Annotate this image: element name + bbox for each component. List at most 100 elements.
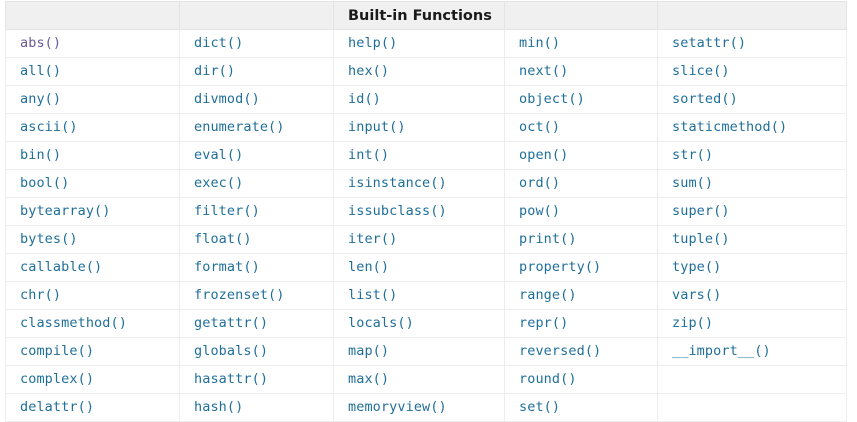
table-cell: iter() <box>333 225 505 254</box>
table-cell-empty <box>657 393 847 422</box>
function-link[interactable]: range() <box>519 287 577 303</box>
table-cell: chr() <box>5 281 180 310</box>
function-link[interactable]: hex() <box>348 63 390 79</box>
function-link[interactable]: getattr() <box>194 315 269 331</box>
function-link[interactable]: map() <box>348 343 390 359</box>
function-link[interactable]: abs() <box>20 35 62 51</box>
function-link[interactable]: super() <box>672 203 730 219</box>
function-link[interactable]: isinstance() <box>348 175 447 191</box>
header-cell-5 <box>657 1 847 30</box>
function-link[interactable]: vars() <box>672 287 722 303</box>
function-link[interactable]: sorted() <box>672 91 738 107</box>
table-cell: help() <box>333 29 505 58</box>
table-cell: next() <box>504 57 658 86</box>
table-cell: issubclass() <box>333 197 505 226</box>
table-cell: callable() <box>5 253 180 282</box>
function-link[interactable]: memoryview() <box>348 399 447 415</box>
function-link[interactable]: bytearray() <box>20 203 111 219</box>
function-link[interactable]: property() <box>519 259 602 275</box>
function-link[interactable]: len() <box>348 259 390 275</box>
builtin-functions-table: Built-in Functions abs()dict()help()min(… <box>5 1 847 422</box>
function-link[interactable]: classmethod() <box>20 315 127 331</box>
table-cell: max() <box>333 365 505 394</box>
function-link[interactable]: tuple() <box>672 231 730 247</box>
table-row: delattr() hash() memoryview() set() <box>5 393 847 422</box>
function-link[interactable]: bin() <box>20 147 62 163</box>
table-cell: enumerate() <box>179 113 334 142</box>
function-link[interactable]: ascii() <box>20 119 78 135</box>
table-cell: bin() <box>5 141 180 170</box>
table-cell: bool() <box>5 169 180 198</box>
function-link[interactable]: __import__() <box>672 343 771 359</box>
function-link[interactable]: help() <box>348 35 398 51</box>
function-link[interactable]: complex() <box>20 371 95 387</box>
table-cell: setattr() <box>657 29 847 58</box>
table-cell: id() <box>333 85 505 114</box>
function-link[interactable]: chr() <box>20 287 62 303</box>
function-link[interactable]: eval() <box>194 147 244 163</box>
table-row: classmethod() getattr() locals() repr() zip(… <box>5 309 847 338</box>
table-cell: any() <box>5 85 180 114</box>
function-link[interactable]: any() <box>20 91 62 107</box>
table-body: abs() dict() help() min() setattr() all() dir(… <box>5 29 847 422</box>
function-link[interactable]: str() <box>672 147 714 163</box>
function-link[interactable]: issubclass() <box>348 203 447 219</box>
function-link[interactable]: delattr() <box>20 399 95 415</box>
function-link[interactable]: bool() <box>20 175 70 191</box>
function-link[interactable]: filter() <box>194 203 260 219</box>
function-link[interactable]: zip() <box>672 315 714 331</box>
function-link[interactable]: divmod() <box>194 91 260 107</box>
function-link[interactable]: oct() <box>519 119 561 135</box>
function-link[interactable]: iter() <box>348 231 398 247</box>
table-cell: sorted() <box>657 85 847 114</box>
table-cell: memoryview() <box>333 393 505 422</box>
function-link[interactable]: object() <box>519 91 585 107</box>
function-link[interactable]: enumerate() <box>194 119 285 135</box>
function-link[interactable]: setattr() <box>672 35 747 51</box>
table-cell: locals() <box>333 309 505 338</box>
function-link[interactable]: callable() <box>20 259 103 275</box>
function-link[interactable]: open() <box>519 147 569 163</box>
function-link[interactable]: dict() <box>194 35 244 51</box>
table-row: complex() hasattr() max() round() <box>5 365 847 394</box>
table-cell: all() <box>5 57 180 86</box>
table-cell-empty <box>657 365 847 394</box>
function-link[interactable]: int() <box>348 147 390 163</box>
function-link[interactable]: input() <box>348 119 406 135</box>
table-cell: oct() <box>504 113 658 142</box>
table-cell: slice() <box>657 57 847 86</box>
function-link[interactable]: next() <box>519 63 569 79</box>
function-link[interactable]: min() <box>519 35 561 51</box>
function-link[interactable]: ord() <box>519 175 561 191</box>
function-link[interactable]: id() <box>348 91 381 107</box>
function-link[interactable]: type() <box>672 259 722 275</box>
table-cell: ord() <box>504 169 658 198</box>
table-cell: abs() <box>5 29 180 58</box>
function-link[interactable]: float() <box>194 231 252 247</box>
function-link[interactable]: sum() <box>672 175 714 191</box>
function-link[interactable]: repr() <box>519 315 569 331</box>
function-link[interactable]: compile() <box>20 343 95 359</box>
function-link[interactable]: list() <box>348 287 398 303</box>
function-link[interactable]: pow() <box>519 203 561 219</box>
function-link[interactable]: staticmethod() <box>672 119 788 135</box>
function-link[interactable]: bytes() <box>20 231 78 247</box>
function-link[interactable]: frozenset() <box>194 287 285 303</box>
function-link[interactable]: dir() <box>194 63 236 79</box>
function-link[interactable]: globals() <box>194 343 269 359</box>
function-link[interactable]: max() <box>348 371 390 387</box>
function-link[interactable]: exec() <box>194 175 244 191</box>
function-link[interactable]: reversed() <box>519 343 602 359</box>
function-link[interactable]: print() <box>519 231 577 247</box>
function-link[interactable]: locals() <box>348 315 414 331</box>
table-row: chr() frozenset() list() range() vars() <box>5 281 847 310</box>
function-link[interactable]: round() <box>519 371 577 387</box>
function-link[interactable]: set() <box>519 399 561 415</box>
function-link[interactable]: slice() <box>672 63 730 79</box>
function-link[interactable]: format() <box>194 259 260 275</box>
function-link[interactable]: hash() <box>194 399 244 415</box>
table-cell: open() <box>504 141 658 170</box>
table-cell: globals() <box>179 337 334 366</box>
function-link[interactable]: all() <box>20 63 62 79</box>
function-link[interactable]: hasattr() <box>194 371 269 387</box>
